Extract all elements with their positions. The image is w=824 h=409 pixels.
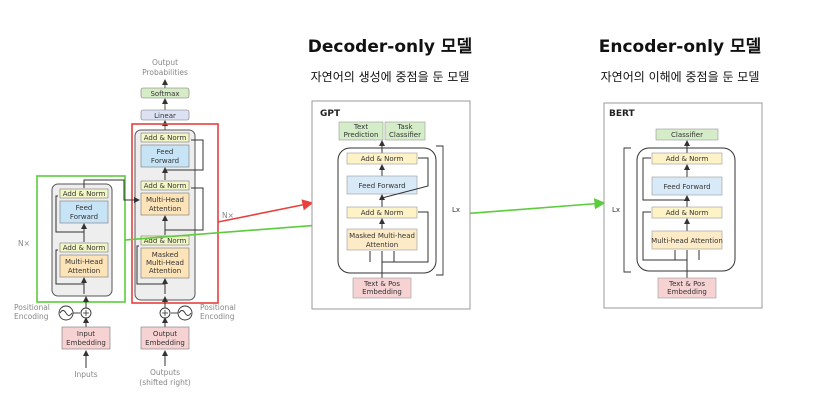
- transformer-diagram: Output Probabilities Softmax Linear Add …: [14, 58, 236, 387]
- decoder-masked-label-3: Attention: [149, 267, 181, 275]
- bert-embedding: [657, 277, 717, 299]
- gpt-task-classifier: [384, 121, 426, 141]
- output-probabilities-label-1: Output: [152, 58, 178, 67]
- bert-attention: [651, 230, 723, 250]
- gpt-text-prediction: [338, 121, 384, 141]
- output-embedding: [140, 326, 190, 350]
- decoder-pos-label-2: Encoding: [200, 312, 235, 321]
- encoder-mha-label-2: Attention: [68, 267, 100, 275]
- output-probabilities-label-2: Probabilities: [142, 68, 188, 77]
- decoder-nx-label: N×: [222, 211, 234, 220]
- bert-add-norm-1-label: Add & Norm: [666, 209, 709, 217]
- inputs-label: Inputs: [74, 370, 97, 379]
- decoder-add-norm-3: [140, 132, 190, 143]
- encoder-add-norm-1-label: Add & Norm: [63, 244, 106, 252]
- input-embedding-label-1: Input: [77, 330, 95, 338]
- decoder-add-norm-2: [140, 180, 190, 191]
- bert-name: BERT: [609, 109, 636, 119]
- gpt-block: [337, 147, 437, 274]
- gpt-add-norm-1-label: Add & Norm: [361, 209, 404, 217]
- bert-block: [636, 147, 736, 272]
- decoder-masked-label-1: Masked: [152, 251, 179, 259]
- decoder-ff-label-2: Forward: [151, 157, 179, 165]
- decoder-mha-label-2: Attention: [149, 205, 181, 213]
- gpt-feed-forward-label: Feed Forward: [358, 182, 405, 190]
- decoder-mha-label-1: Multi-Head: [146, 196, 184, 204]
- decoder-masked-label-2: Multi-Head: [146, 259, 184, 267]
- gpt-diagram: GPT Text Prediction Task Classifier Add …: [311, 100, 471, 310]
- encoder-pos-label-1: Positional: [14, 303, 50, 312]
- encoder-nx-label: N×: [18, 239, 30, 248]
- gpt-masked-label-1: Masked Multi-head: [349, 232, 415, 240]
- encoder-section-title: Encoder-only 모델: [598, 37, 762, 57]
- decoder-add-norm-2-label: Add & Norm: [144, 182, 187, 190]
- outputs-label-2: (shifted right): [139, 378, 191, 387]
- bert-classifier-label: Classifier: [671, 131, 703, 139]
- output-embedding-label-1: Output: [153, 330, 178, 338]
- bert-add-norm-2-label: Add & Norm: [666, 155, 709, 163]
- decoder-add-norm-1: [140, 235, 190, 246]
- bert-feed-forward-label: Feed Forward: [663, 183, 710, 191]
- gpt-task-classifier-label-2: Classifier: [389, 131, 421, 139]
- bert-embedding-label-1: Text & Pos: [668, 280, 705, 288]
- decoder-add-norm-1-label: Add & Norm: [144, 237, 187, 245]
- decoder-ff-label-1: Feed: [157, 148, 174, 156]
- decoder-to-gpt-arrow: [217, 199, 314, 223]
- bert-embedding-label-2: Embedding: [667, 288, 707, 296]
- encoder-mha-label-1: Multi-Head: [65, 258, 103, 266]
- encoder-pos-label-2: Encoding: [14, 312, 49, 321]
- output-embedding-label-2: Embedding: [145, 339, 185, 347]
- gpt-name: GPT: [320, 109, 341, 119]
- input-embedding: [61, 326, 111, 350]
- gpt-embedding-label-1: Text & Pos: [363, 280, 400, 288]
- gpt-add-norm-2-label: Add & Norm: [361, 155, 404, 163]
- encoder-ff-label-1: Feed: [76, 204, 93, 212]
- encoder-section-subtitle: 자연어의 이해에 중점을 둔 모델: [600, 70, 760, 84]
- outputs-label-1: Outputs: [150, 368, 180, 377]
- softmax-label: Softmax: [150, 90, 179, 98]
- decoder-section-title: Decoder-only 모델: [307, 37, 473, 57]
- linear-label: Linear: [154, 112, 176, 120]
- decoder-masked-attention: [140, 247, 190, 279]
- encoder-add-norm-2-label: Add & Norm: [63, 190, 106, 198]
- gpt-task-classifier-label-1: Task: [396, 123, 413, 131]
- decoder-section-subtitle: 자연어의 생성에 중점을 둔 모델: [310, 70, 470, 84]
- gpt-embedding: [352, 277, 412, 299]
- decoder-add-norm-3-label: Add & Norm: [144, 134, 187, 142]
- gpt-masked-label-2: Attention: [366, 241, 398, 249]
- decoder-highlight: [131, 123, 219, 304]
- gpt-embedding-label-2: Embedding: [362, 288, 402, 296]
- encoder-ff-label-2: Forward: [70, 213, 98, 221]
- gpt-masked-attention: [346, 228, 418, 251]
- gpt-text-prediction-label-2: Prediction: [344, 131, 379, 139]
- bert-diagram: BERT Classifier Add & Norm Feed Forward …: [603, 102, 763, 309]
- bert-attention-label: Multi-head Attention: [651, 237, 723, 245]
- encoder-add-norm-1: [59, 242, 109, 253]
- gpt-text-prediction-label-1: Text: [353, 123, 368, 131]
- encoder-add-norm-2: [59, 188, 109, 199]
- decoder-pos-label-1: Positional: [200, 303, 236, 312]
- encoder-highlight: [36, 175, 126, 303]
- gpt-lx-label: Lx: [452, 206, 460, 214]
- bert-lx-label: Lx: [612, 206, 620, 214]
- input-embedding-label-2: Embedding: [66, 339, 106, 347]
